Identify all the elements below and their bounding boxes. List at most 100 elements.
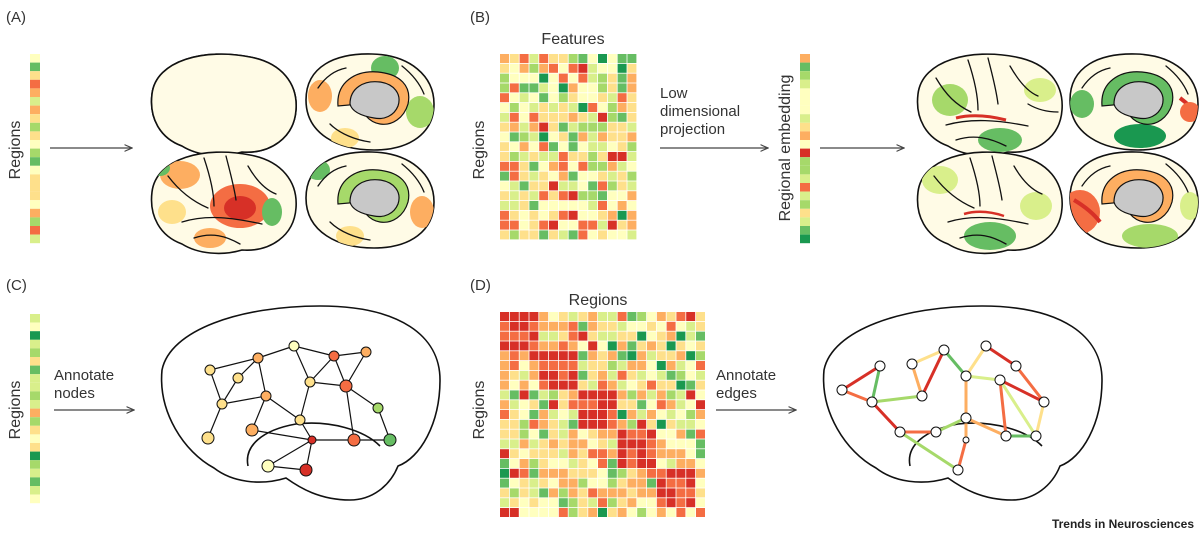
matrix-cell: [656, 390, 666, 400]
matrix-cell: [529, 181, 539, 191]
matrix-cell: [696, 390, 705, 400]
matrix-cell: [617, 361, 627, 370]
matrix-cell: [539, 400, 549, 410]
vector-cell: [800, 234, 810, 244]
matrix-cell: [539, 93, 549, 103]
panel-a-brain-lateral-top: [150, 53, 297, 157]
network-edge: [870, 364, 882, 404]
matrix-cell: [578, 220, 588, 230]
vector-cell: [800, 114, 810, 123]
vector-cell: [800, 105, 810, 115]
matrix-cell: [500, 341, 509, 351]
network-node: [938, 344, 950, 356]
matrix-cell: [588, 488, 598, 498]
matrix-cell: [529, 63, 539, 73]
matrix-cell: [607, 210, 617, 220]
matrix-cell: [500, 152, 509, 161]
matrix-cell: [686, 419, 696, 429]
matrix-cell: [627, 191, 637, 201]
matrix-cell: [558, 63, 568, 73]
vector-cell: [800, 131, 810, 140]
matrix-cell: [617, 161, 627, 171]
matrix-cell: [539, 122, 549, 132]
matrix-cell: [509, 498, 519, 508]
matrix-cell: [509, 488, 519, 498]
matrix-cell: [637, 508, 647, 517]
matrix-cell: [539, 468, 549, 478]
matrix-cell: [676, 370, 686, 380]
matrix-cell: [519, 181, 529, 191]
matrix-cell: [568, 142, 578, 152]
panel-d-arrow-text-1: Annotate: [716, 367, 776, 384]
matrix-cell: [549, 83, 558, 93]
network-edge: [221, 395, 267, 405]
matrix-cell: [539, 73, 549, 83]
matrix-cell: [568, 152, 578, 161]
matrix-cell: [666, 419, 676, 429]
matrix-cell: [509, 321, 519, 331]
matrix-cell: [647, 498, 656, 508]
matrix-cell: [607, 122, 617, 132]
vector-cell: [800, 71, 810, 80]
matrix-cell: [529, 390, 539, 400]
network-node: [204, 364, 216, 376]
matrix-cell: [598, 54, 607, 63]
vector-cell: [800, 62, 810, 72]
vector-cell: [30, 460, 40, 469]
matrix-cell: [519, 122, 529, 132]
matrix-cell: [578, 370, 588, 380]
matrix-cell: [539, 220, 549, 230]
matrix-cell: [519, 161, 529, 171]
matrix-cell: [578, 508, 588, 517]
matrix-cell: [607, 152, 617, 161]
matrix-cell: [676, 429, 686, 439]
matrix-cell: [568, 112, 578, 122]
vector-cell: [30, 114, 40, 123]
network-edge: [998, 378, 1038, 438]
network-edge: [870, 394, 924, 404]
matrix-cell: [588, 171, 598, 181]
matrix-cell: [500, 312, 509, 321]
matrix-cell: [607, 312, 617, 321]
matrix-cell: [500, 321, 509, 331]
matrix-cell: [647, 429, 656, 439]
matrix-cell: [676, 449, 686, 459]
matrix-cell: [558, 449, 568, 459]
matrix-cell: [519, 380, 529, 390]
panel-b-brain-medial-bottom: [1069, 151, 1199, 249]
matrix-cell: [588, 152, 598, 161]
matrix-cell: [578, 181, 588, 191]
matrix-cell: [519, 142, 529, 152]
matrix-cell: [627, 171, 637, 181]
vector-cell: [30, 226, 40, 235]
matrix-cell: [637, 321, 647, 331]
matrix-cell: [607, 230, 617, 240]
matrix-cell: [598, 73, 607, 83]
matrix-cell: [500, 83, 509, 93]
matrix-cell: [568, 439, 578, 449]
matrix-cell: [598, 468, 607, 478]
matrix-cell: [598, 439, 607, 449]
matrix-cell: [509, 181, 519, 191]
matrix-cell: [519, 220, 529, 230]
matrix-cell: [578, 83, 588, 93]
matrix-cell: [558, 488, 568, 498]
matrix-cell: [549, 321, 558, 331]
matrix-cell: [686, 508, 696, 517]
matrix-cell: [617, 498, 627, 508]
network-node: [962, 436, 970, 444]
matrix-cell: [607, 181, 617, 191]
matrix-cell: [598, 508, 607, 517]
matrix-cell: [529, 210, 539, 220]
matrix-cell: [686, 488, 696, 498]
matrix-cell: [578, 400, 588, 410]
matrix-cell: [558, 93, 568, 103]
matrix-cell: [607, 161, 617, 171]
matrix-cell: [588, 142, 598, 152]
matrix-cell: [529, 331, 539, 341]
matrix-cell: [529, 498, 539, 508]
matrix-cell: [539, 181, 549, 191]
network-node: [360, 346, 372, 358]
matrix-cell: [607, 419, 617, 429]
matrix-cell: [578, 498, 588, 508]
